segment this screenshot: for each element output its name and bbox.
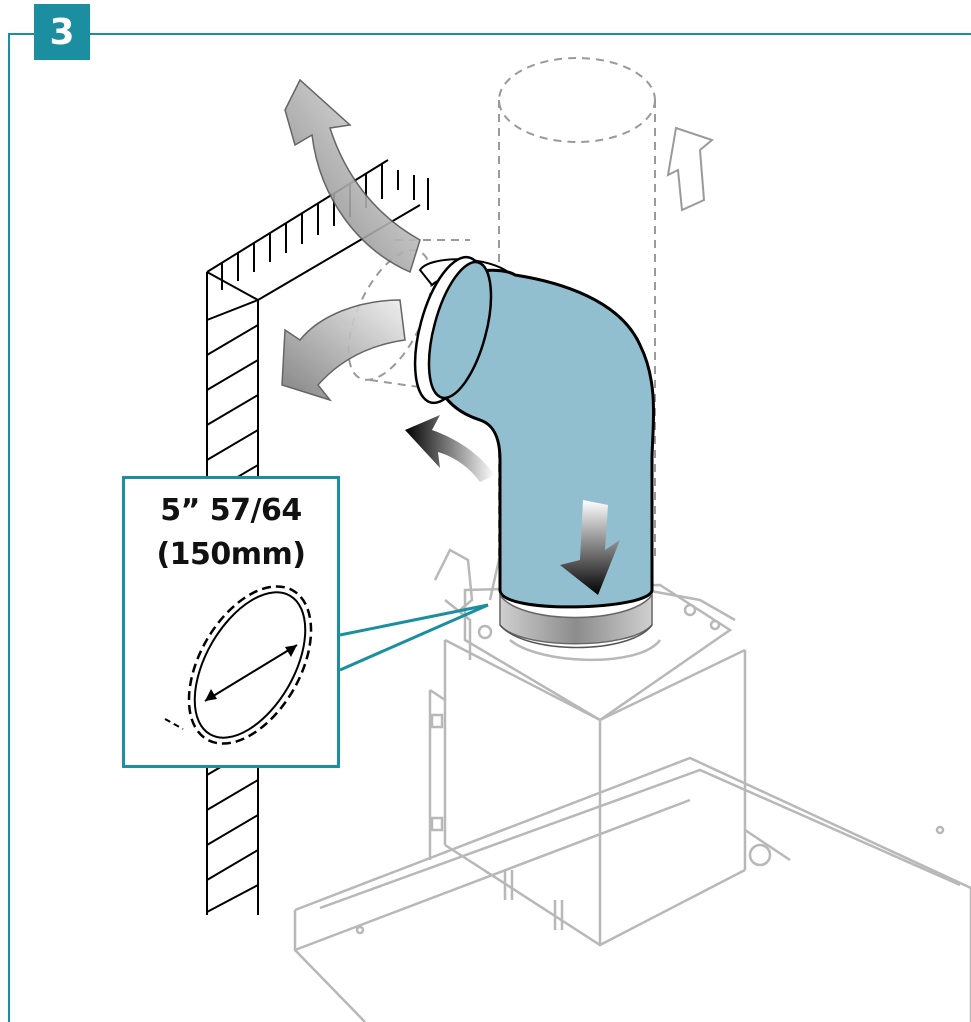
airflow-back-arrow (405, 415, 495, 482)
frame-top-line (90, 33, 971, 35)
frame-left-line (8, 33, 10, 1022)
hood-outline (293, 548, 971, 1022)
airflow-wall-exit-arrow (284, 78, 421, 274)
diameter-callout: 5” 57/64 (150mm) (122, 476, 340, 768)
airflow-down-arrow (560, 500, 620, 595)
dimension-imperial: 5” 57/64 (160, 493, 302, 528)
dimension-metric: (150mm) (156, 537, 306, 572)
frame-top-left-line (8, 33, 34, 35)
airflow-up-arrow-outline (666, 126, 715, 212)
step-number-badge: 3 (34, 4, 90, 60)
callout-leader (339, 603, 489, 672)
diameter-ring-icon (164, 585, 313, 745)
airflow-side-arrow (281, 299, 406, 402)
